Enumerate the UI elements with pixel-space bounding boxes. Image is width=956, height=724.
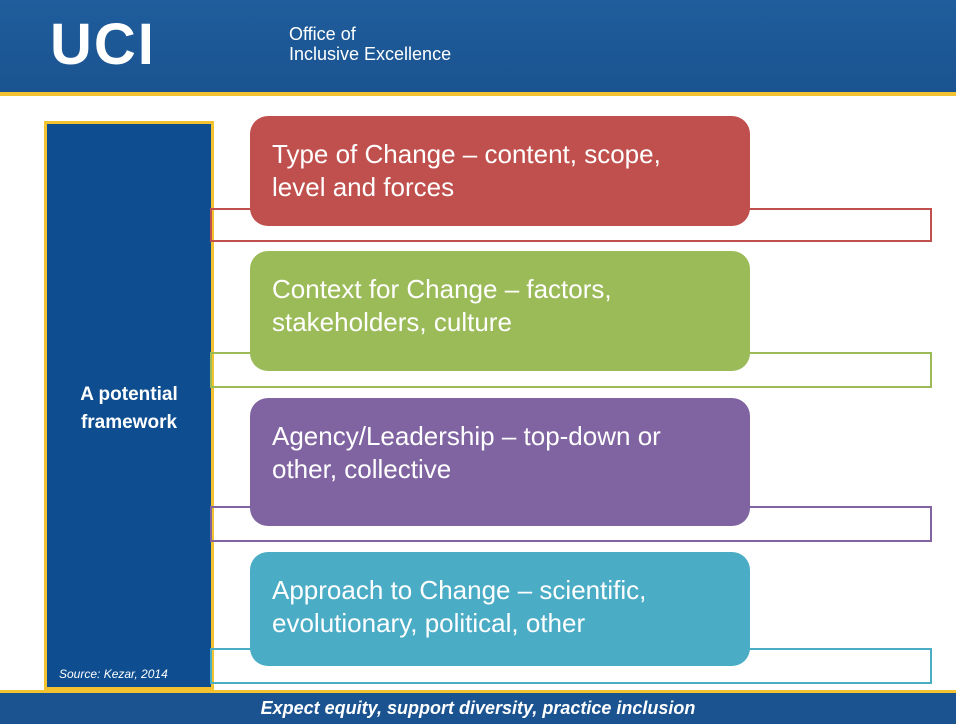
office-line-2: Inclusive Excellence (289, 44, 452, 64)
box-text-line-1: Agency/Leadership – top-down or (272, 421, 661, 451)
box-text-line-1: Approach to Change – scientific, (272, 575, 647, 605)
uci-logo: UCI (50, 12, 156, 77)
box-agency-leadership: Agency/Leadership – top-down or other, c… (250, 398, 750, 526)
source-citation: Source: Kezar, 2014 (59, 667, 168, 681)
office-name: Office of Inclusive Excellence (289, 24, 451, 64)
sidebar-title: A potential framework (47, 381, 211, 437)
sidebar-title-line-1: A potential (80, 384, 178, 405)
footer-tagline: Expect equity, support diversity, practi… (0, 690, 956, 724)
box-text-line-2: evolutionary, political, other (272, 608, 586, 638)
box-context-for-change: Context for Change – factors, stakeholde… (250, 251, 750, 371)
header-divider (0, 100, 956, 102)
box-text-line-1: Type of Change – content, scope, (272, 139, 661, 169)
box-text-line-1: Context for Change – factors, (272, 274, 612, 304)
box-type-of-change: Type of Change – content, scope, level a… (250, 116, 750, 226)
header-banner: UCI Office of Inclusive Excellence (0, 0, 956, 96)
box-approach-to-change: Approach to Change – scientific, evoluti… (250, 552, 750, 666)
box-text-line-2: level and forces (272, 172, 455, 202)
office-line-1: Office of (289, 24, 356, 44)
box-text-line-2: stakeholders, culture (272, 307, 512, 337)
sidebar-title-line-2: framework (80, 412, 178, 433)
framework-sidebar: A potential framework Source: Kezar, 201… (44, 121, 214, 690)
box-text-line-2: other, collective (272, 454, 452, 484)
